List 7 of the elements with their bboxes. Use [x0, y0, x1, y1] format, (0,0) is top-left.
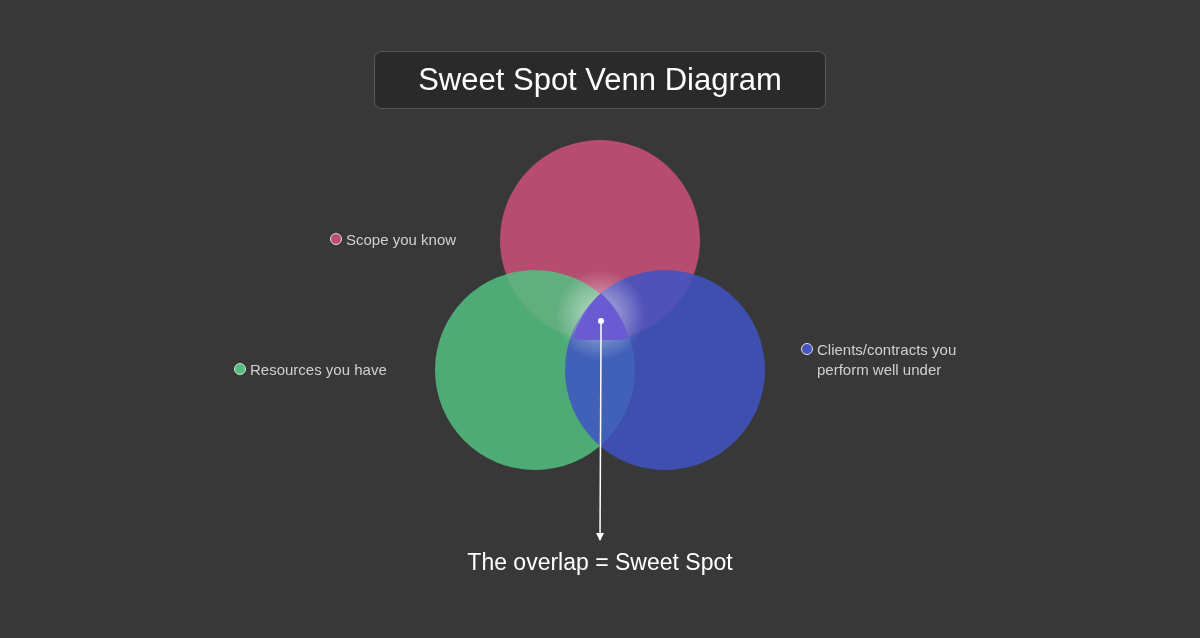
caption-text: The overlap = Sweet Spot — [467, 547, 733, 577]
title-banner: Sweet Spot Venn Diagram — [374, 51, 826, 109]
legend-label: Clients/contracts you perform well under — [817, 340, 958, 380]
legend-label: Resources you have — [250, 360, 387, 380]
legend-label: Scope you know — [346, 230, 457, 250]
arrow — [596, 339, 605, 541]
overlap-region — [570, 292, 632, 340]
